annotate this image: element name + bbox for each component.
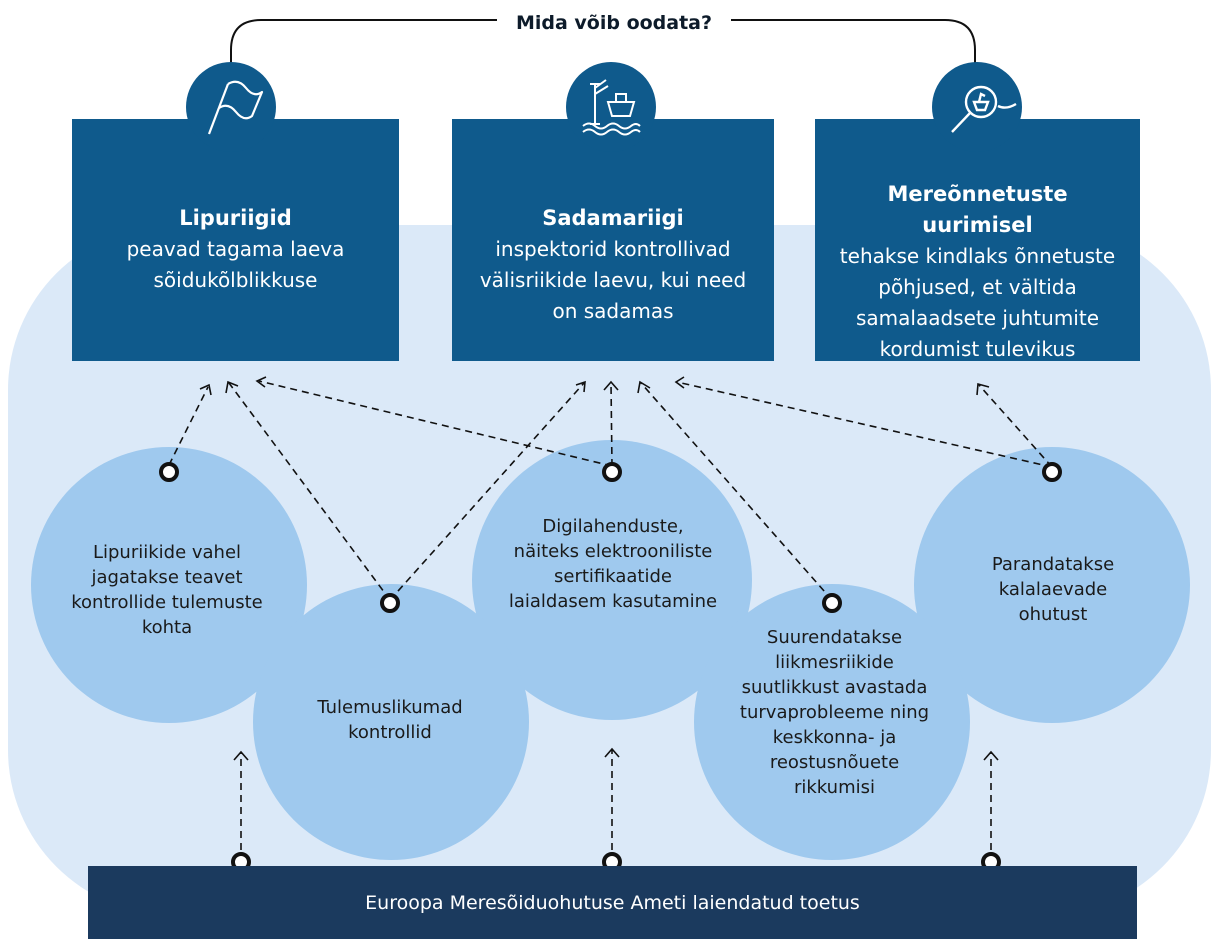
circle-text-5: Parandatakse kalalaevade ohutust bbox=[991, 554, 1115, 625]
box-title: Lipuriigid bbox=[179, 205, 292, 230]
circle-text-4: Suurendatakse liikmesriikide suutlikkust… bbox=[739, 627, 930, 798]
circle-bg-2 bbox=[253, 584, 529, 860]
box-text: inspektorid kontrollivad välisriikide la… bbox=[479, 237, 747, 323]
circle-bg-4 bbox=[694, 584, 970, 860]
flag-states-box: Lipuriigid peavad tagama laeva sõidukõlb… bbox=[72, 119, 399, 361]
circle-bg-3 bbox=[472, 440, 752, 720]
box-title: Sadamariigi bbox=[542, 206, 684, 230]
port-states-box: Sadamariigi inspektorid kontrollivad väl… bbox=[452, 119, 774, 361]
accident-investigation-box: Mereõnnetuste uurimisel tehakse kindlaks… bbox=[815, 119, 1140, 361]
footer-bar: Euroopa Meresõiduohutuse Ameti laiendatu… bbox=[88, 866, 1137, 939]
box-text: peavad tagama laeva sõidukõlblikkuse bbox=[126, 236, 345, 292]
port-crane-ship-icon bbox=[582, 79, 641, 136]
box-bg-2 bbox=[452, 119, 774, 361]
diagram-title: Mida võib oodata? bbox=[497, 8, 731, 38]
circle-bg-5 bbox=[914, 447, 1190, 723]
arrowheads bbox=[199, 376, 999, 761]
box-text: tehakse kindlaks õnnetuste põhjused, et … bbox=[839, 244, 1116, 361]
box-title: Mereõnnetuste uurimisel bbox=[887, 182, 1068, 237]
box-bg-1 bbox=[72, 119, 399, 361]
circle-text-2: Tulemuslikumad kontrollid bbox=[317, 697, 463, 743]
flag-icon bbox=[207, 80, 264, 135]
box-bg-3 bbox=[815, 119, 1140, 361]
circle-text-1: Lipuriikide vahel jagatakse teavet kontr… bbox=[71, 542, 263, 638]
arrows bbox=[168, 380, 1053, 862]
circle-bg-1 bbox=[31, 447, 307, 723]
circle-text-3: Digilahenduste, näiteks elektrooniliste … bbox=[508, 516, 718, 612]
footer-label: Euroopa Meresõiduohutuse Ameti laiendatu… bbox=[365, 891, 860, 914]
magnifier-ship-icon bbox=[951, 85, 1017, 133]
